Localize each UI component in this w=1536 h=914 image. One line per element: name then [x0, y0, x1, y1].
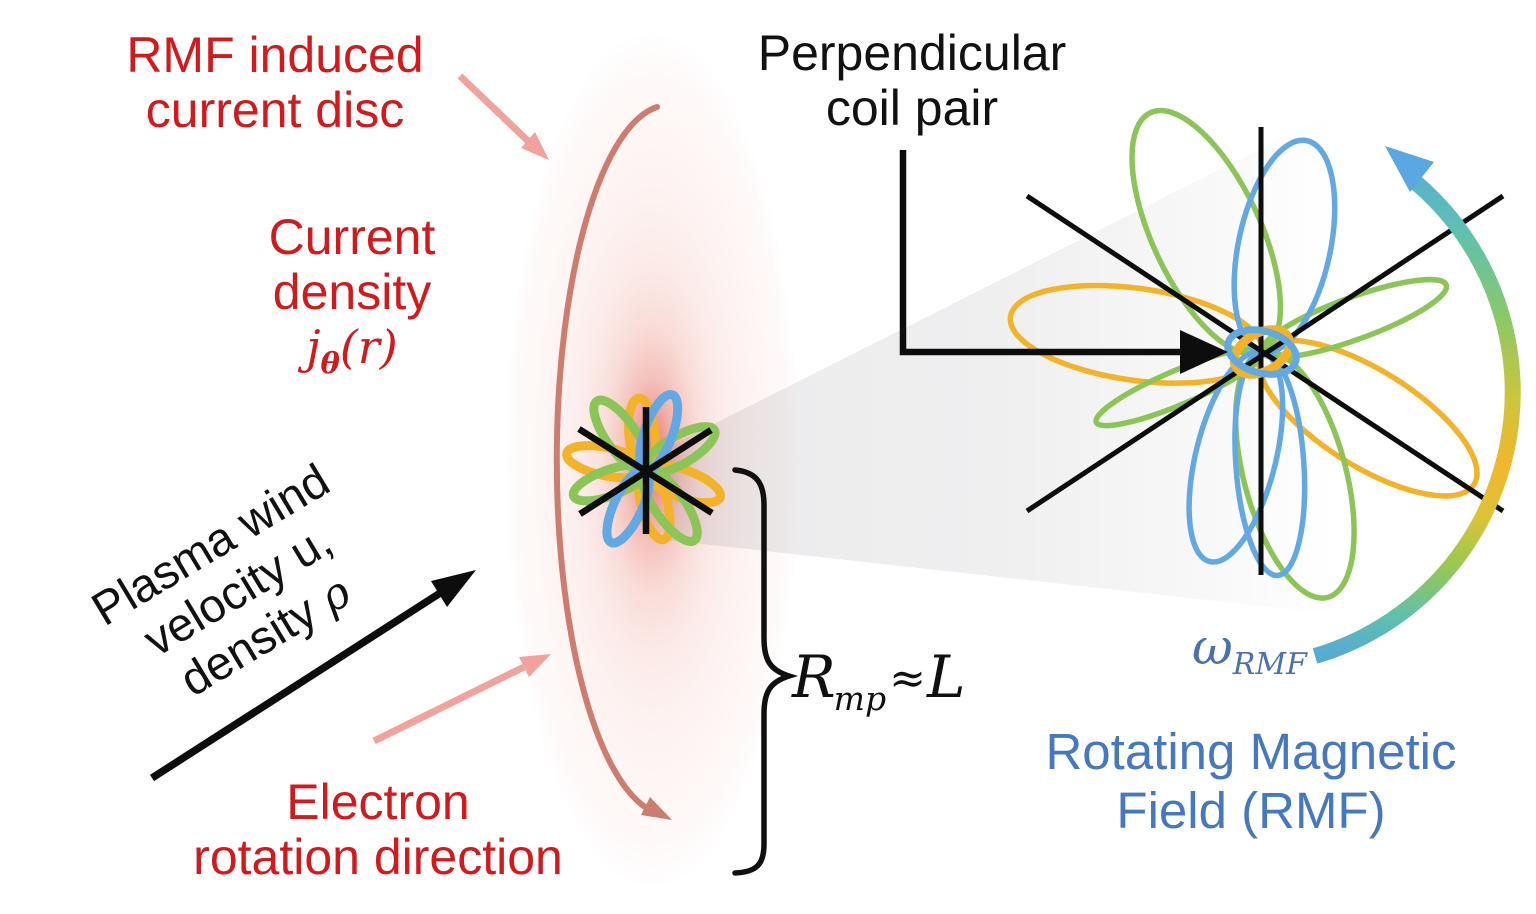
zoom-beam — [666, 112, 1334, 614]
radius-subscript: mp — [833, 679, 887, 718]
current-density-formula: jθ(r) — [152, 320, 552, 380]
label-line: density — [272, 264, 432, 320]
center-ring-yellow — [1229, 325, 1295, 379]
plasma-arrowhead — [431, 570, 476, 607]
label-line: Perpendicular — [757, 25, 1067, 81]
pink-arrowhead — [519, 654, 551, 677]
pointer-arrowhead — [1180, 330, 1228, 374]
small-coil-axes — [577, 407, 714, 534]
rotation-arc — [1312, 174, 1521, 664]
pointer-elbow-line — [899, 150, 1183, 356]
label-omega-rmf: ωRMF — [1192, 618, 1307, 682]
label-electron-rotation: Electron rotation direction — [178, 775, 578, 885]
label-current-density: Current density jθ(r) — [152, 209, 552, 381]
label-perpendicular-coil-pair: Perpendicular coil pair — [712, 26, 1112, 136]
label-radius-rmp: Rmp≈L — [792, 643, 966, 718]
radius-R: R — [792, 643, 836, 711]
electron-current-arc — [553, 104, 672, 820]
electron-arc-line — [553, 104, 660, 813]
coil-pair-pointer — [899, 150, 1228, 374]
math-of-r: (r) — [339, 320, 398, 374]
label-line: current disc — [145, 82, 405, 138]
pink-arrow-line — [372, 663, 526, 745]
pink-arrowhead — [521, 132, 549, 160]
coil-pair-small — [562, 390, 725, 548]
label-line: coil pair — [825, 80, 999, 136]
pink-arrow-line — [457, 73, 531, 144]
label-line: Current — [268, 209, 436, 265]
omega-symbol: ω — [1192, 618, 1233, 676]
omega-subscript: RMF — [1232, 647, 1307, 682]
callout-arrow-bottom — [372, 654, 551, 745]
plasma-arrow-line — [149, 584, 451, 782]
label-line: rotation direction — [193, 829, 563, 885]
plasma-wind-arrow — [149, 570, 476, 782]
math-theta-subscript: θ — [320, 346, 340, 380]
rotation-arrow — [1312, 146, 1521, 664]
math-j: j — [306, 320, 321, 374]
axis-line — [1025, 193, 1505, 514]
approx-symbol: ≈ — [889, 653, 926, 704]
label-rotating-magnetic-field: Rotating Magnetic Field (RMF) — [1001, 722, 1501, 840]
label-rmf-induced-current-disc: RMF induced current disc — [75, 28, 475, 138]
axis-line — [578, 427, 713, 517]
rotation-arrowhead — [1385, 146, 1434, 192]
label-line: Rotating Magnetic — [1045, 723, 1457, 780]
rosette-axes — [1025, 127, 1505, 575]
rho-symbol: ρ — [311, 566, 360, 624]
label-line: Field (RMF) — [1116, 782, 1386, 839]
electron-arc-arrowhead — [641, 797, 672, 820]
radius-L: L — [926, 643, 966, 711]
rmf-rosette — [1007, 107, 1505, 601]
radius-brace — [732, 467, 799, 876]
center-ring-blue — [1224, 326, 1300, 378]
label-line: RMF induced — [126, 27, 424, 83]
callout-arrow-top — [457, 73, 549, 160]
label-line: Electron — [286, 774, 470, 830]
